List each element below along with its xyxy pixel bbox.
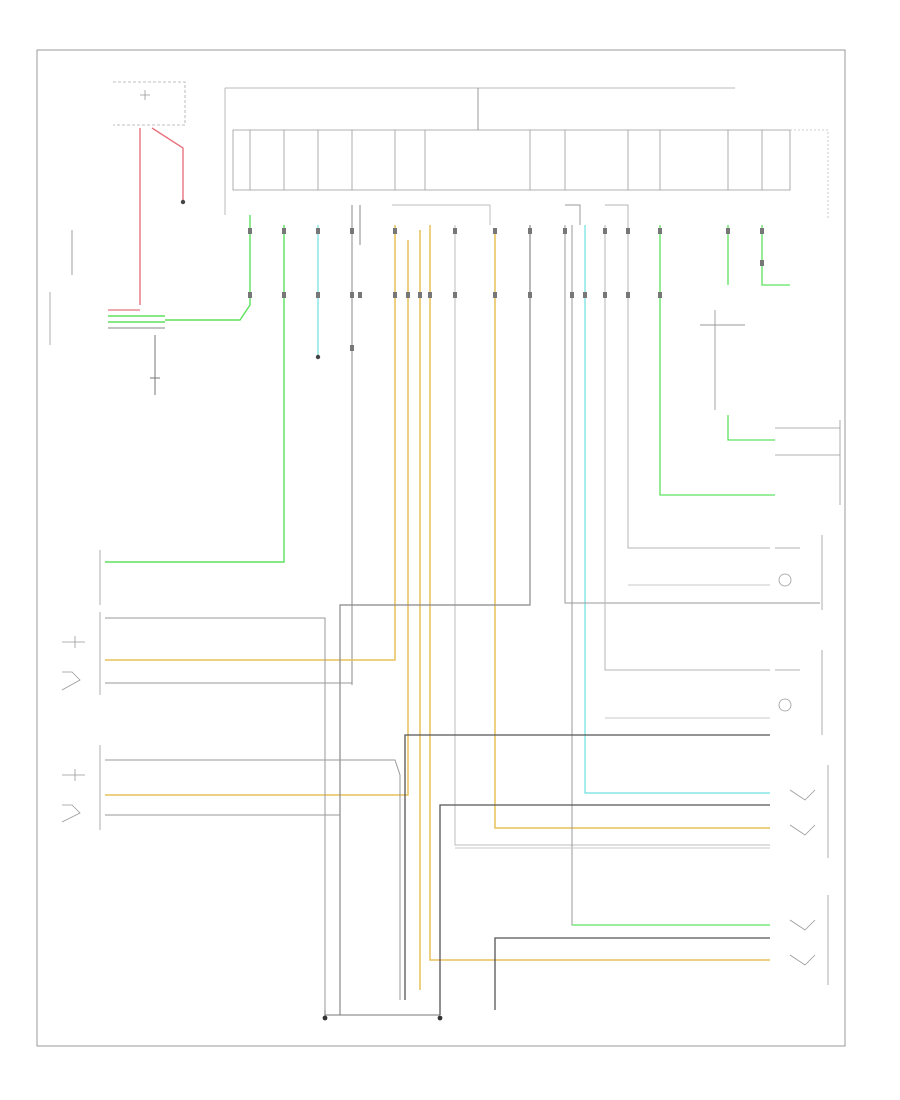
fuse-block (113, 81, 186, 126)
wire-gray-728 (700, 310, 745, 410)
driver-door-lock-switch (61, 612, 101, 695)
ground-g2 (437, 1015, 443, 1021)
wire-yellow-group (105, 225, 770, 990)
passenger-door-actuator (775, 650, 823, 735)
wire-green-left (165, 215, 251, 321)
splice-node (315, 354, 321, 360)
wire-green-liftgate (105, 225, 285, 563)
splice-node (180, 199, 186, 205)
wire-gray-565 (564, 204, 820, 926)
ground-bus (324, 1010, 440, 1018)
left-switch-connector (49, 292, 165, 395)
wire-red-feed (139, 127, 184, 305)
wire-gray-605 (604, 204, 770, 671)
right-rear-door-actuator (789, 895, 829, 985)
driver-door-actuator (775, 535, 823, 610)
body-control-module (224, 87, 829, 220)
wire-gray-352 (351, 205, 361, 685)
wire-light-right (455, 584, 770, 849)
connector-pins (248, 228, 764, 351)
wire-gray-455 (392, 204, 770, 846)
dome-lamp-connector (775, 420, 841, 505)
ground-g1 (322, 1015, 328, 1021)
wire-cyan-long (584, 225, 770, 794)
wire-gray-switch (105, 617, 401, 1010)
wire-green-660 (659, 225, 790, 496)
passenger-door-lock-switch (61, 745, 101, 830)
wire-dark-bottom (404, 734, 770, 1015)
diagram-frame (36, 49, 846, 1047)
wire-dark-530 (339, 225, 531, 1015)
left-rear-door-actuator (789, 765, 829, 858)
